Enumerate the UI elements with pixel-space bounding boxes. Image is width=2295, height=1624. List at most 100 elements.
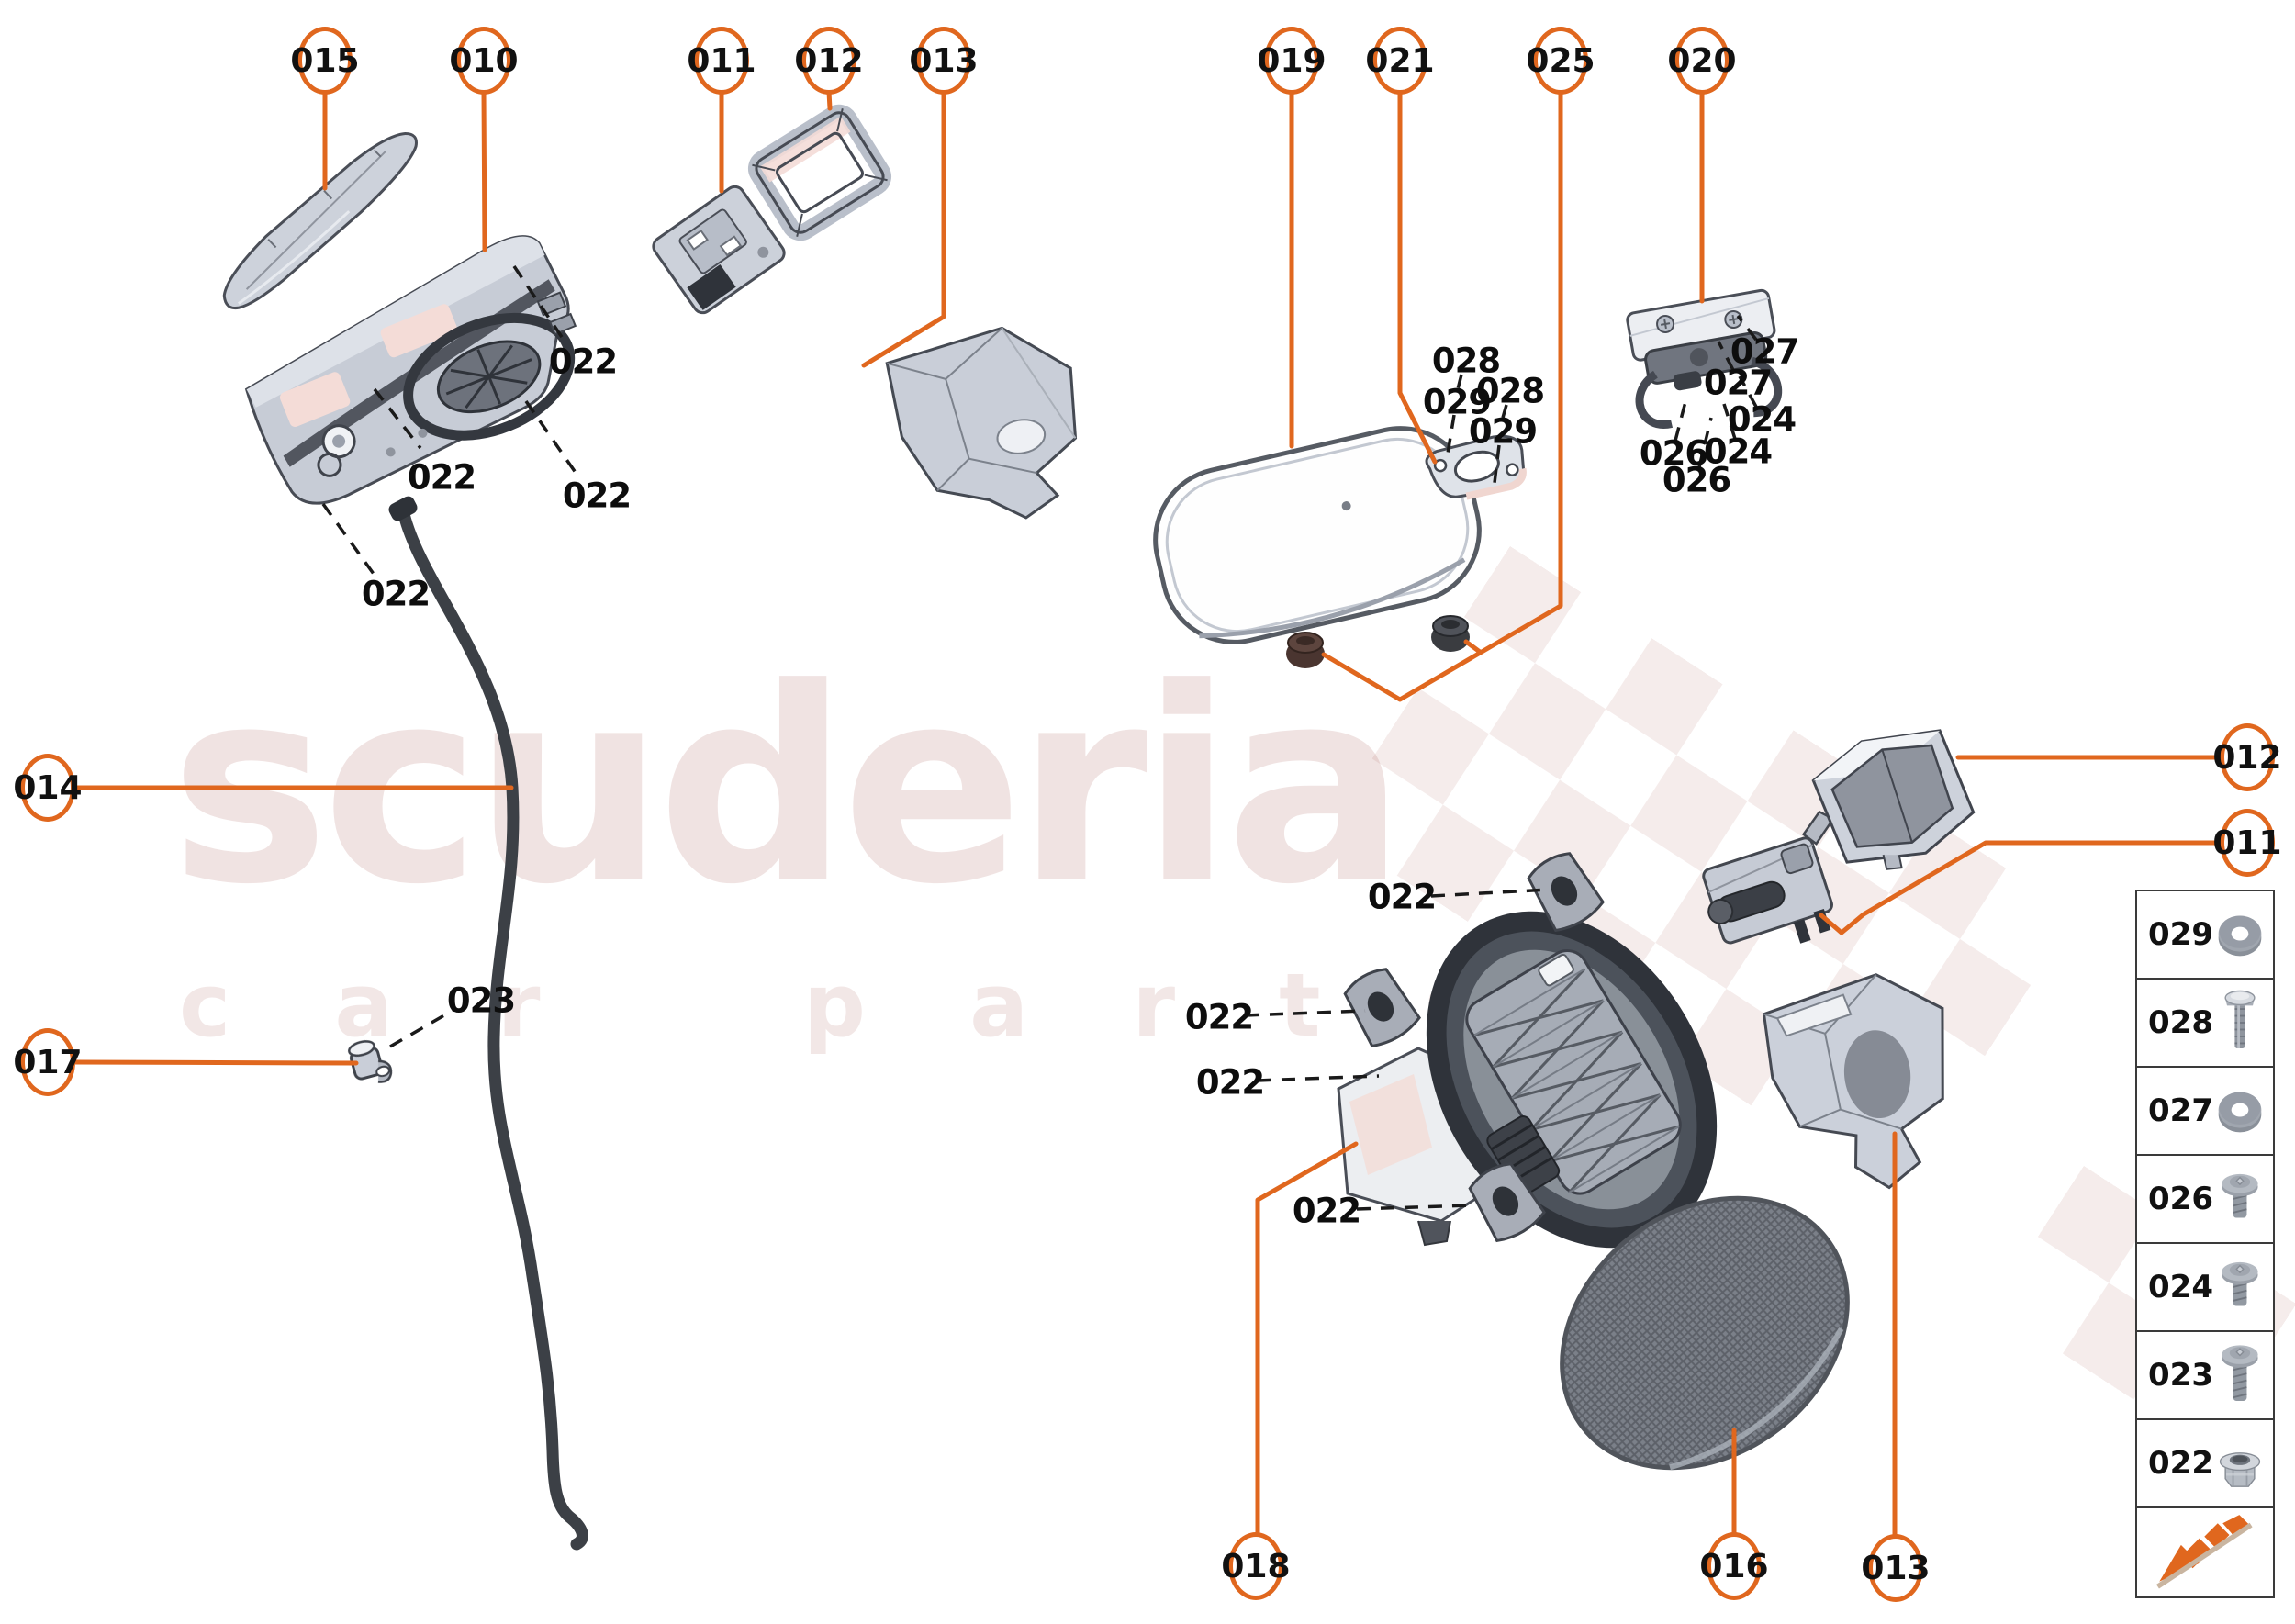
part-number-label-029: 029 — [1422, 382, 1492, 422]
part-number-label-022: 022 — [1292, 1191, 1361, 1231]
part-number-label-022: 022 — [361, 574, 431, 614]
part-016-mesh-disc[interactable] — [1508, 1143, 1900, 1524]
label-leader-line — [1456, 374, 1463, 390]
label-leader-line — [389, 1007, 456, 1048]
callout-leader-line — [1397, 89, 1438, 465]
part-010-housing-assembly[interactable] — [230, 227, 604, 516]
label-leader-line — [1736, 314, 1758, 342]
sidebar-item-label: 022 — [2148, 1445, 2213, 1482]
part-number-label-023: 023 — [446, 980, 516, 1021]
part-011-switch[interactable] — [650, 183, 788, 316]
part-number-label-024: 024 — [1703, 431, 1773, 472]
washer-icon — [2218, 1092, 2262, 1133]
sidebar-item-026[interactable]: 026 — [2137, 1156, 2273, 1244]
callout-bubble-019[interactable]: 019 — [1257, 27, 1327, 95]
callout-leader-line — [1255, 1141, 1359, 1537]
part-number-label-027: 027 — [1730, 331, 1799, 372]
part-number-label-027: 027 — [1703, 363, 1773, 403]
callout-leader-line — [1819, 840, 2221, 935]
logo-arrow-icon — [2155, 1515, 2253, 1589]
callout-bubble-013[interactable]: 013 — [1861, 1534, 1931, 1602]
label-leader-line — [1738, 375, 1758, 408]
part-number-label-026: 026 — [1662, 460, 1731, 500]
label-leader-line — [1501, 404, 1508, 419]
callout-bubble-014[interactable]: 014 — [13, 754, 83, 822]
fastener-legend-sidebar: 029 028 027 026 024 023 022 — [2135, 890, 2275, 1598]
label-leader-line — [1257, 1074, 1380, 1082]
part-012-frame-bracket[interactable] — [747, 104, 892, 241]
label-leader-line — [512, 265, 569, 346]
callout-bubble-012[interactable]: 012 — [794, 27, 864, 95]
part-012-box-bracket[interactable] — [1807, 714, 1983, 886]
part-025-grommet-right[interactable] — [1431, 615, 1470, 652]
sidebar-item-label: 026 — [2148, 1181, 2213, 1217]
label-leader-line — [1245, 1009, 1366, 1017]
flange-nut-icon — [2219, 1452, 2261, 1487]
orange-leaders-layer — [73, 89, 2222, 1539]
part-014-release-cable[interactable] — [386, 494, 588, 1551]
brand-watermark: scuderia c a r p a r t s — [170, 631, 1476, 1057]
part-013-cover-right[interactable] — [1761, 969, 1960, 1199]
part-number-label-024: 024 — [1727, 399, 1797, 440]
part-017-cable-end-fitting[interactable] — [348, 1036, 394, 1089]
sidebar-item-023[interactable]: 023 — [2137, 1332, 2273, 1420]
callout-bubble-021[interactable]: 021 — [1365, 27, 1435, 95]
part-018-housing-assembly[interactable] — [1337, 847, 1776, 1302]
part-number-label-022: 022 — [548, 342, 618, 382]
label-leader-line — [321, 502, 380, 582]
callout-bubble-013[interactable]: 013 — [909, 27, 979, 95]
callout-bubble-015[interactable]: 015 — [290, 27, 360, 95]
sidebar-item-024[interactable]: 024 — [2137, 1244, 2273, 1332]
sidebar-item-label: 028 — [2148, 1004, 2213, 1041]
sidebar-logo-cell[interactable] — [2137, 1508, 2273, 1596]
dashed-leaders-layer — [321, 265, 1758, 1211]
screw-icon — [2222, 1173, 2258, 1218]
callout-bubble-011[interactable]: 011 — [687, 27, 756, 95]
callout-bubble-020[interactable]: 020 — [1667, 27, 1737, 95]
part-number-label-022: 022 — [562, 476, 632, 516]
callout-leader-line — [481, 89, 487, 252]
label-leader-line — [1445, 414, 1456, 460]
callout-bubble-011[interactable]: 011 — [2212, 809, 2282, 877]
part-number-label-026: 026 — [1639, 433, 1708, 474]
part-020-hinge[interactable] — [1624, 288, 1788, 432]
sidebar-item-027[interactable]: 027 — [2137, 1068, 2273, 1156]
screw-long-icon — [2222, 1345, 2258, 1401]
label-leader-line — [1493, 444, 1501, 484]
part-015-lid-trim[interactable] — [200, 125, 441, 315]
label-leader-line — [1697, 417, 1713, 468]
screw-icon — [2222, 1261, 2258, 1306]
callout-bubble-017[interactable]: 017 — [13, 1028, 83, 1096]
label-leader-line — [1717, 341, 1735, 371]
label-leader-line — [1356, 1204, 1472, 1211]
callout-bubble-025[interactable]: 025 — [1526, 27, 1595, 95]
part-number-label-022: 022 — [1195, 1062, 1265, 1103]
callout-bubble-018[interactable]: 018 — [1221, 1532, 1291, 1600]
sidebar-item-022[interactable]: 022 — [2137, 1420, 2273, 1508]
callout-leader-line — [861, 89, 946, 368]
part-021-bracket-plate[interactable] — [1425, 429, 1531, 508]
part-025-grommet-left[interactable] — [1286, 632, 1325, 668]
label-leader-line — [1722, 403, 1737, 440]
part-number-label-022: 022 — [1367, 877, 1437, 917]
sidebar-item-label: 027 — [2148, 1092, 2213, 1129]
callout-bubble-010[interactable]: 010 — [449, 27, 519, 95]
part-019-flap-plate[interactable] — [1141, 414, 1494, 656]
label-leader-line — [1430, 888, 1551, 898]
part-number-label-022: 022 — [1184, 997, 1254, 1037]
bolt-icon — [2224, 990, 2256, 1048]
sidebar-item-label: 024 — [2148, 1269, 2213, 1305]
part-number-label-022: 022 — [407, 457, 476, 498]
callout-bubble-016[interactable]: 016 — [1699, 1532, 1769, 1600]
sidebar-item-029[interactable]: 029 — [2137, 891, 2273, 980]
label-leader-line — [373, 387, 422, 450]
callout-bubble-012[interactable]: 012 — [2212, 723, 2282, 791]
label-leader-line — [524, 400, 582, 480]
part-013-cover[interactable] — [884, 318, 1094, 537]
callout-leader-line — [73, 1059, 359, 1066]
part-number-label-028: 028 — [1431, 341, 1501, 381]
callout-leader-line — [1463, 639, 1483, 655]
sidebar-item-028[interactable]: 028 — [2137, 980, 2273, 1068]
part-011-latch[interactable] — [1689, 809, 1866, 968]
